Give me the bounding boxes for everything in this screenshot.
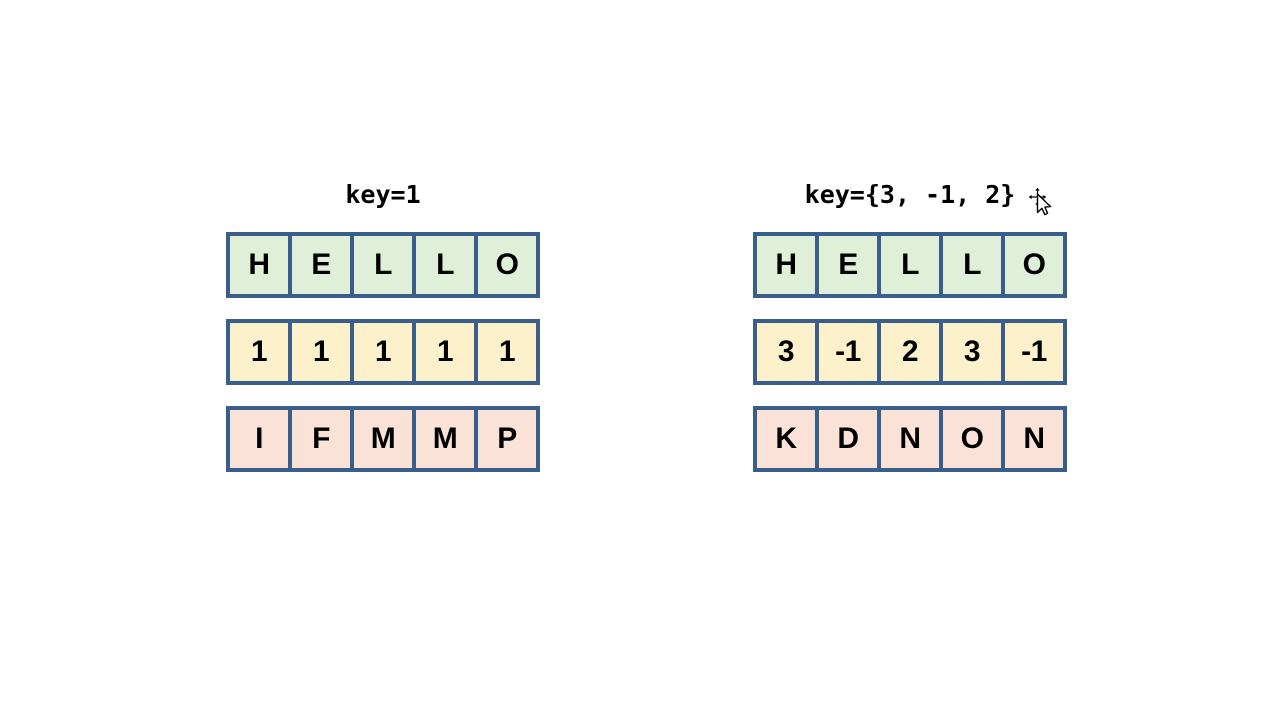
panel-right: key={3, -1, 2} H E L L O 3 -1 2 3 -1 K D… [753,180,1067,472]
row-key-right: 3 -1 2 3 -1 [753,319,1067,385]
cell-key-right-1: -1 [819,323,881,381]
cell-ciphertext-right-0: K [757,410,819,468]
cell-ciphertext-right-4: N [1005,410,1067,468]
cell-key-left-1: 1 [292,323,354,381]
cell-ciphertext-left-2: M [354,410,416,468]
cell-plaintext-left-3: L [416,236,478,294]
cell-ciphertext-left-1: F [292,410,354,468]
cell-key-left-4: 1 [478,323,540,381]
cell-key-left-2: 1 [354,323,416,381]
cell-key-right-0: 3 [757,323,819,381]
cell-key-right-3: 3 [943,323,1005,381]
cell-ciphertext-right-2: N [881,410,943,468]
cell-ciphertext-right-3: O [943,410,1005,468]
row-plaintext-right: H E L L O [753,232,1067,298]
cell-ciphertext-right-1: D [819,410,881,468]
cell-key-left-3: 1 [416,323,478,381]
cell-ciphertext-left-0: I [230,410,292,468]
row-ciphertext-right: K D N O N [753,406,1067,472]
cell-ciphertext-left-3: M [416,410,478,468]
cell-plaintext-right-3: L [943,236,1005,294]
cell-plaintext-right-4: O [1005,236,1067,294]
cell-ciphertext-left-4: P [478,410,540,468]
row-key-left: 1 1 1 1 1 [226,319,540,385]
panel-right-rows: H E L L O 3 -1 2 3 -1 K D N O N [753,232,1067,472]
row-plaintext-left: H E L L O [226,232,540,298]
cell-key-left-0: 1 [230,323,292,381]
cell-plaintext-left-0: H [230,236,292,294]
cell-plaintext-left-2: L [354,236,416,294]
cell-key-right-4: -1 [1005,323,1067,381]
cell-plaintext-right-0: H [757,236,819,294]
cell-plaintext-left-4: O [478,236,540,294]
panel-right-title: key={3, -1, 2} [804,180,1016,209]
panel-left-title: key=1 [345,180,421,209]
panel-left-rows: H E L L O 1 1 1 1 1 I F M M P [226,232,540,472]
row-ciphertext-left: I F M M P [226,406,540,472]
cell-plaintext-right-2: L [881,236,943,294]
cell-plaintext-right-1: E [819,236,881,294]
cell-key-right-2: 2 [881,323,943,381]
panel-left: key=1 H E L L O 1 1 1 1 1 I F M M P [226,180,540,472]
cell-plaintext-left-1: E [292,236,354,294]
